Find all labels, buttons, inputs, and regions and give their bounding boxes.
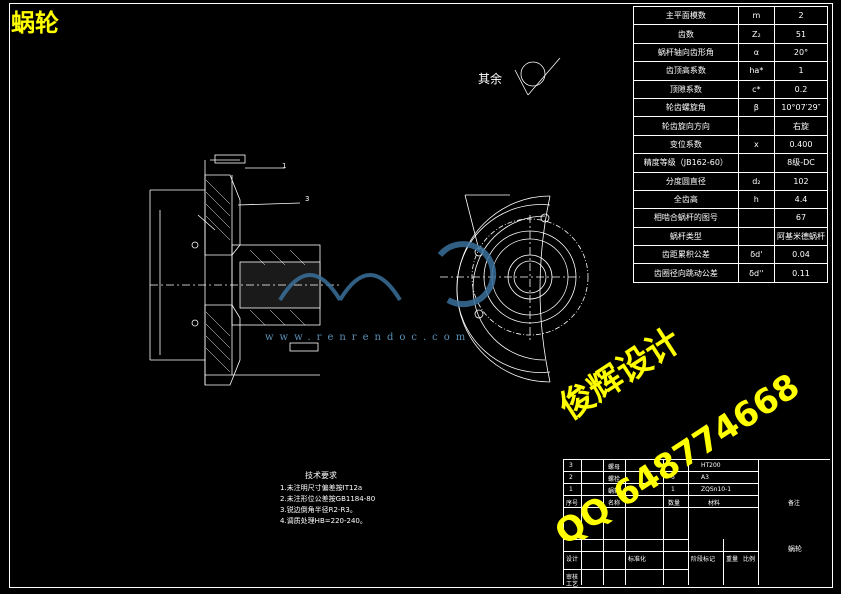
param-row: 轮齿旋向方向右旋 (633, 116, 829, 136)
part-qty: 6 (671, 474, 675, 481)
tech-item: 2.未注形位公差按GB1184-80 (280, 495, 376, 503)
svg-text:3: 3 (305, 195, 309, 203)
side-view (440, 194, 589, 383)
tech-item: 1.未注明尺寸偏差按IT12a (280, 484, 363, 492)
tech-item: 4.调质处理HB=220-240。 (280, 517, 367, 525)
part-title: 蜗轮 (788, 545, 802, 553)
watermark-logo (278, 241, 497, 308)
param-val: 0.11 (773, 263, 829, 283)
part-qty: 1 (671, 486, 675, 493)
part-no: 1 (569, 486, 573, 493)
title-block: 3 螺母 1 HT200 2 螺栓 6 A3 1 蜗轮 1 ZQSn10-1 序… (563, 459, 830, 588)
header-no: 序号 (566, 500, 579, 507)
param-sym: h (737, 189, 775, 210)
part-qty: 1 (671, 462, 675, 469)
param-val: 4.4 (773, 189, 829, 210)
part-no: 2 (569, 474, 573, 481)
param-sym: Z₂ (737, 24, 775, 44)
roughness-symbol (514, 57, 561, 96)
tech-heading: 技术要求 (305, 471, 337, 480)
standard-label: 标准化 (628, 556, 647, 563)
checked-label: 审核 (566, 574, 579, 581)
stage-mark-label: 阶段标记 (691, 556, 716, 563)
part-material: ZQSn10-1 (701, 486, 732, 493)
technical-requirements: 技术要求 1.未注明尺寸偏差按IT12a 2.未注形位公差按GB1184-80 … (280, 470, 375, 527)
weight-label: 重量 (726, 556, 739, 563)
roughness-remark: 其余 (478, 72, 503, 86)
param-row: 精度等级（JB162-60）8级-DC (633, 153, 829, 173)
part-no: 3 (569, 462, 573, 469)
param-row: 蜗杆类型阿基米德蜗杆 (633, 226, 829, 247)
designed-label: 设计 (566, 556, 579, 563)
tech-item: 3.锐边倒角半径R2-R3。 (280, 506, 357, 514)
header-note: 备注 (788, 500, 801, 507)
part-name: 蜗轮 (608, 488, 621, 495)
part-material: A3 (701, 474, 709, 481)
header-material: 材料 (708, 500, 721, 507)
param-val: 20° (773, 42, 829, 63)
drawing-frame (9, 3, 833, 588)
header-name: 名称 (608, 500, 621, 507)
param-sym: δd'' (737, 263, 775, 283)
part-name: 螺栓 (608, 476, 621, 483)
part-name: 螺母 (608, 464, 621, 471)
scale-label: 比例 (743, 556, 756, 563)
part-material: HT200 (701, 462, 721, 469)
header-qty: 数量 (668, 500, 681, 507)
process-label: 工艺 (566, 581, 579, 588)
watermark-site: www.renrendoc.com (265, 332, 472, 343)
section-view: 1 3 (149, 154, 340, 386)
corner-title: 蜗轮 (11, 9, 59, 37)
svg-text:1: 1 (282, 162, 286, 170)
